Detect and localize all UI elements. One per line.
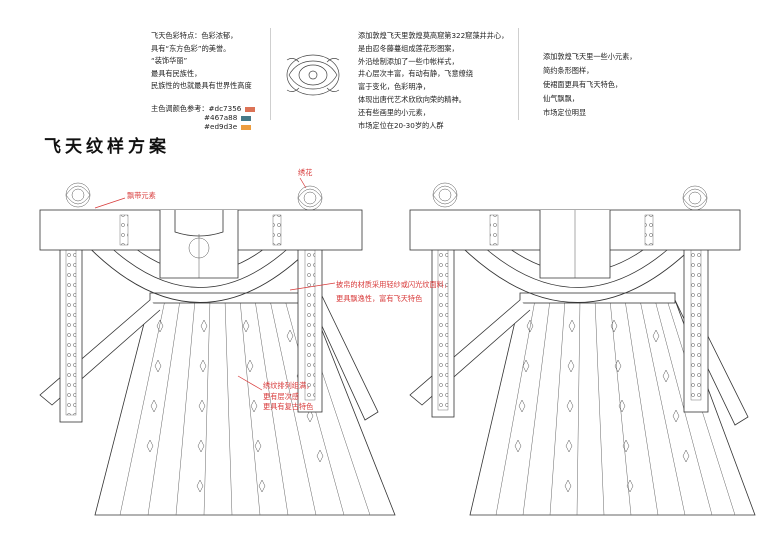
color-code-1: #dc7356 [208,104,242,113]
divider-2 [518,28,519,120]
annotation-ribbon: 飘带元素 [127,191,156,200]
lotus-medallion [286,54,340,96]
color-swatch-3 [241,124,252,130]
color-notes-text: 飞天色彩特点：色彩浓郁， 具有“东方色彩”的美誉。 “装饰华丽” 最具有民族性，… [151,31,252,91]
garment-left [39,182,396,516]
divider-1 [270,28,271,120]
annotation-pattern: 绣纹排列组满， 更有层次感 更具有复古特色 [263,381,314,411]
color-swatch-1 [245,106,256,112]
color-code-3: #ed9d3e [204,122,238,131]
color-swatch-2 [241,115,252,121]
page-title: 飞天纹样方案 [44,137,170,157]
design-notes-text: 添加敦煌飞天里敦煌莫高窟第322窟藻井井心， 是由忍冬藤蔓组成莲花形图案， 外沿… [358,31,509,130]
palette: 主色调颜色参考：#dc7356 #467a88 #ed9d3e [151,104,256,131]
palette-label: 主色调颜色参考： [151,104,209,113]
garment-right [409,182,756,516]
annotation-embroidery: 绣花 [298,168,313,177]
annotation-material: 披帛的材质采用轻纱或闪光纹面料， 更具飘逸性，富有飞天特色 [336,280,452,303]
color-code-2: #467a88 [204,113,238,122]
element-notes-text: 添加敦煌飞天里一些小元素， 简约条形图样， 使裙面更具有飞天特色， 仙气飘飘， … [543,52,637,117]
